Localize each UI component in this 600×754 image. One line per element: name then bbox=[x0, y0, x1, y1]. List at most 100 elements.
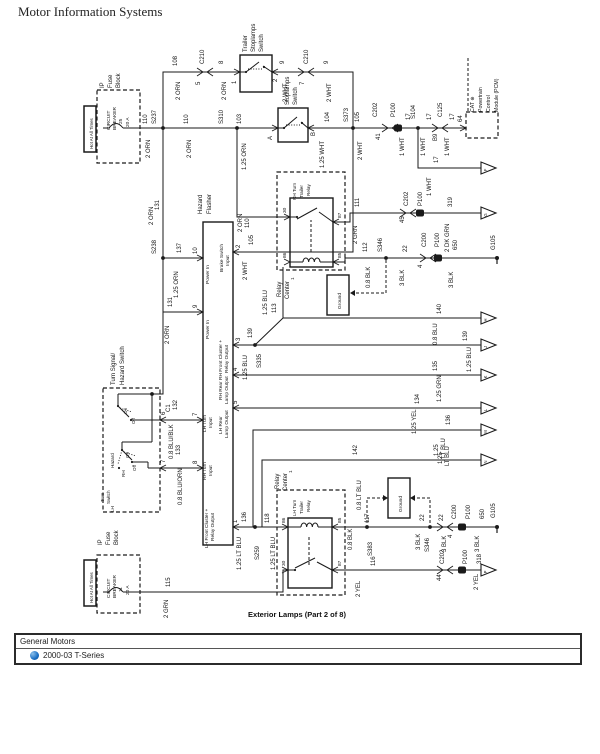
wire-label: 105 bbox=[355, 111, 361, 122]
wire-label: 22 bbox=[420, 514, 426, 521]
wire-label: 110 bbox=[184, 114, 190, 124]
contact-dot bbox=[295, 215, 299, 219]
dashed-wire bbox=[352, 260, 387, 294]
pin-chevron bbox=[231, 248, 240, 256]
wire-label: 7 bbox=[161, 459, 167, 463]
contact-dot bbox=[262, 65, 266, 69]
wire-label: 4 bbox=[418, 264, 424, 268]
splice-dot bbox=[161, 256, 165, 260]
inline-connector-icon bbox=[419, 253, 427, 263]
wire-label: LH Turn bbox=[292, 499, 297, 516]
wire-label: Center bbox=[283, 473, 289, 491]
pin-chevron bbox=[231, 523, 240, 531]
inline-connector-icon bbox=[431, 123, 439, 133]
wire-label: Control bbox=[486, 95, 492, 112]
switch-alt-position bbox=[119, 407, 133, 413]
wire-label: C202 bbox=[440, 549, 446, 564]
wire-label: 1.25 GRN bbox=[437, 375, 443, 402]
component-dashed-box bbox=[96, 89, 141, 164]
off-page-connector bbox=[480, 206, 498, 220]
switch-alt-position bbox=[123, 451, 137, 457]
wire-label: Fuse bbox=[106, 531, 112, 545]
wire-label: 116 bbox=[371, 556, 377, 566]
component-dashed-box bbox=[96, 554, 141, 614]
off-page-connector-letter: N bbox=[483, 460, 488, 463]
wire-label: Ground bbox=[337, 293, 343, 309]
wire-label: RH bbox=[121, 470, 126, 477]
wire-label: 10 bbox=[193, 247, 199, 254]
wire-label: 108 bbox=[173, 55, 179, 66]
wire-label: 0.8 BLU bbox=[433, 323, 439, 345]
wire-label: 1.25 LT BLU bbox=[271, 537, 277, 570]
component-box bbox=[289, 197, 334, 268]
wire-label: 111 bbox=[355, 197, 361, 207]
wire-label: S259 bbox=[255, 545, 261, 560]
wire-label: CAT ⊕ bbox=[470, 96, 476, 112]
tree-group-label: General Motors bbox=[20, 637, 76, 646]
off-page-connector bbox=[480, 423, 498, 437]
wire-label: 2 ORN bbox=[149, 207, 155, 225]
splice-dot bbox=[235, 126, 239, 130]
wire-label: S238 bbox=[152, 239, 158, 254]
wire-label: 319 bbox=[448, 196, 454, 207]
wire-label: 131 bbox=[155, 199, 161, 210]
wire-label: 113 bbox=[272, 303, 278, 313]
pin-chevron bbox=[281, 523, 290, 531]
contact-dot bbox=[300, 121, 304, 125]
wire-label: S373 bbox=[344, 107, 350, 122]
splice-dot bbox=[365, 525, 369, 529]
wire bbox=[296, 207, 318, 220]
pin-chevron bbox=[196, 308, 205, 316]
wire-label: LH Front Cluster + bbox=[204, 508, 210, 548]
wire-label: 2 WHT bbox=[243, 261, 249, 280]
component-box bbox=[239, 54, 273, 93]
wire bbox=[333, 212, 481, 223]
wire-label: Hot At All Times bbox=[89, 571, 94, 603]
wire-label: 2 ORN bbox=[187, 140, 193, 158]
wire-label: Input bbox=[208, 417, 214, 428]
pin-chevron bbox=[330, 523, 339, 531]
wire-label: 1 WHT bbox=[421, 137, 427, 156]
ground-arrow bbox=[350, 290, 355, 296]
wire bbox=[233, 128, 354, 253]
globe-icon bbox=[30, 651, 39, 660]
wire-label: 3 bbox=[236, 337, 242, 341]
wire-label: C202 bbox=[404, 191, 410, 206]
pin-chevron bbox=[283, 213, 292, 221]
wire-label: 2 WHT bbox=[358, 141, 364, 160]
wire-label: A bbox=[268, 136, 274, 140]
wire-label: 2 GRN bbox=[164, 600, 170, 618]
wire-label: 0.8 LT BLU bbox=[357, 480, 363, 510]
wire-label: 132 bbox=[173, 399, 179, 410]
wire-label: B9 bbox=[433, 133, 439, 141]
wire-label: 2 YEL bbox=[356, 580, 362, 597]
inline-connector-icon bbox=[399, 208, 407, 218]
wire-label: Relay bbox=[275, 474, 281, 489]
wire-label: LT BLU bbox=[445, 446, 451, 466]
tree-item-label: 2000-03 T-Series bbox=[43, 651, 105, 660]
wire-label: Lamp Output bbox=[224, 410, 230, 438]
wire-label: 1.25 BLU bbox=[467, 347, 473, 372]
wire-label: 139 bbox=[463, 330, 469, 341]
wire-label: 139 bbox=[248, 327, 254, 338]
wire-label: Trailer bbox=[299, 501, 304, 514]
inline-connector-icon bbox=[206, 67, 214, 77]
pin-chevron bbox=[233, 68, 242, 76]
pin-chevron bbox=[158, 464, 167, 472]
pin-chevron bbox=[283, 258, 292, 266]
wire-label: 0.8 BLK bbox=[366, 267, 372, 288]
off-page-connector bbox=[480, 161, 498, 175]
wire-label: 2 bbox=[273, 78, 279, 82]
wire-label: 110 bbox=[245, 218, 251, 228]
wire-label: G105 bbox=[491, 503, 497, 518]
wire-label: CIRCUIT bbox=[106, 110, 112, 130]
wire-label: 3 BLK bbox=[475, 536, 481, 552]
wire-label: 2 ORN bbox=[176, 82, 182, 100]
tree-group-general-motors[interactable]: General Motors bbox=[16, 635, 580, 649]
wire bbox=[252, 429, 481, 527]
pin-chevron bbox=[331, 258, 340, 266]
pin-chevron bbox=[330, 566, 339, 574]
wire-label: 134 bbox=[415, 393, 421, 404]
tree-item-t-series[interactable]: 2000-03 T-Series bbox=[16, 649, 580, 663]
